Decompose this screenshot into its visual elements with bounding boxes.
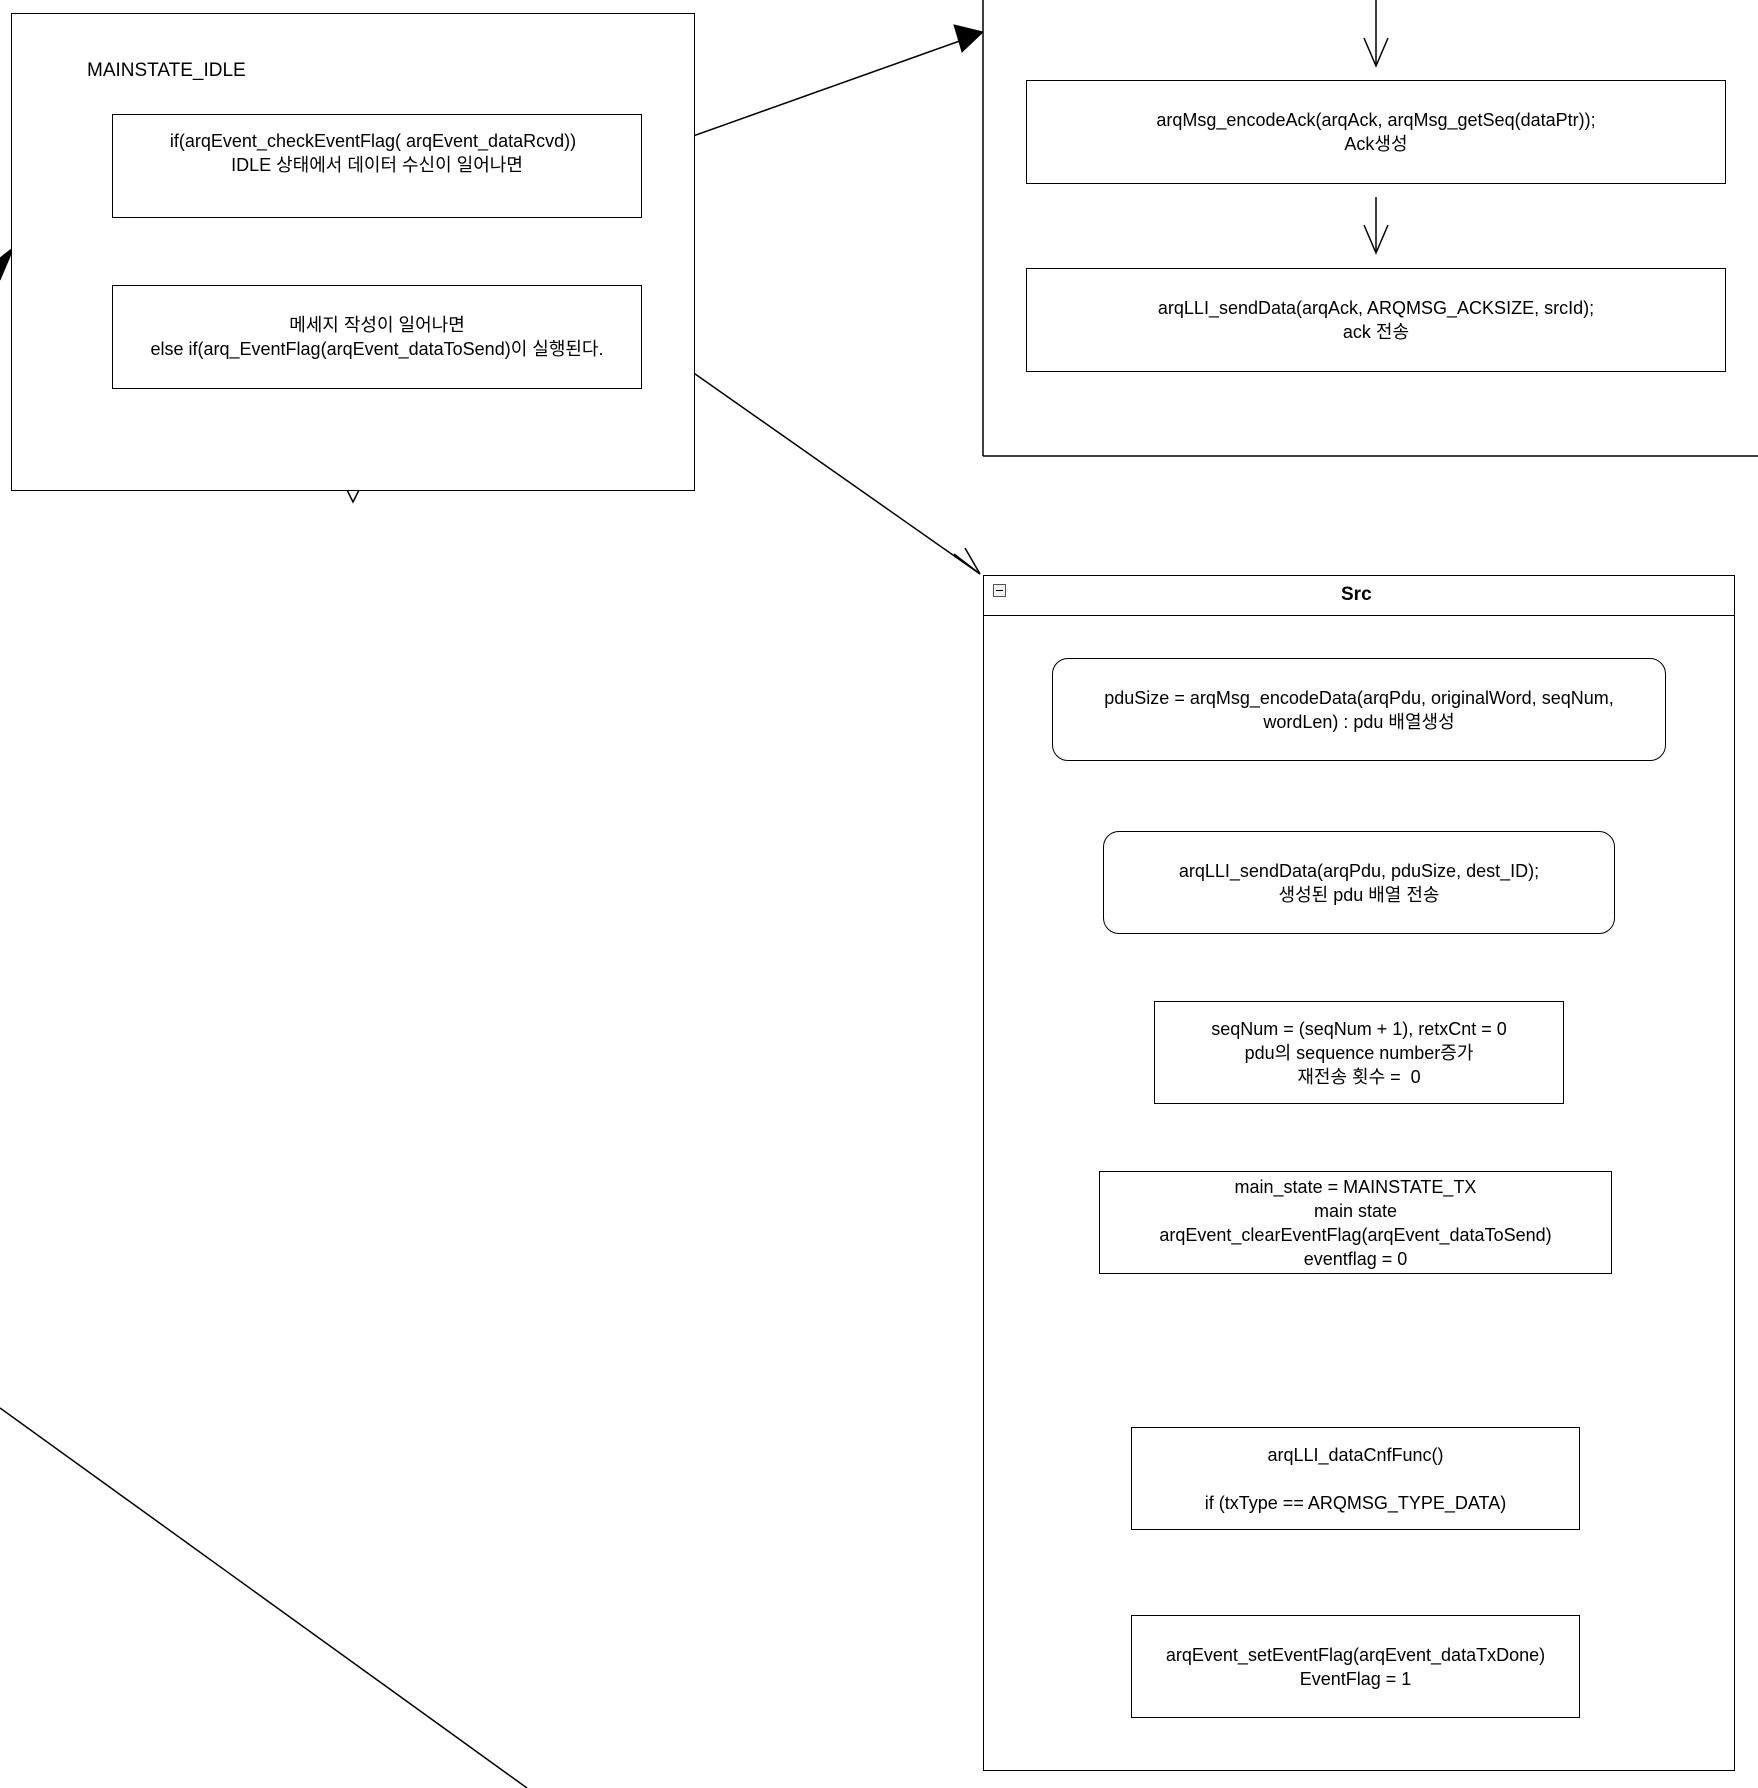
ack-node-encode-line1: arqMsg_encodeAck(arqAck, arqMsg_getSeq(d… xyxy=(1156,110,1596,130)
src-node-seqnum-line2: pdu의 sequence number증가 xyxy=(1244,1042,1474,1063)
ack-node-encode-line2: Ack생성 xyxy=(1344,134,1408,154)
idle-node-data-to-send-line2: else if(arq_EventFlag(arqEvent_dataToSen… xyxy=(150,339,604,359)
src-node-send-pdu-line1: arqLLI_sendData(arqPdu, pduSize, dest_ID… xyxy=(1178,860,1540,881)
src-node-send-pdu[interactable]: arqLLI_sendData(arqPdu, pduSize, dest_ID… xyxy=(1103,831,1615,934)
src-node-encode-data[interactable]: pduSize = arqMsg_encodeData(arqPdu, orig… xyxy=(1052,658,1666,761)
src-node-seqnum-line1: seqNum = (seqNum + 1), retxCnt = 0 xyxy=(1211,1018,1507,1039)
src-node-seqnum[interactable]: seqNum = (seqNum + 1), retxCnt = 0 pdu의 … xyxy=(1154,1001,1564,1104)
src-node-data-cnf-line1: arqLLI_dataCnfFunc() xyxy=(1267,1444,1444,1465)
src-node-encode-data-line2: wordLen) : pdu 배열생성 xyxy=(1263,711,1455,732)
idle-node-data-to-send-line1: 메세지 작성이 일어나면 xyxy=(289,315,465,335)
ack-node-encode[interactable]: arqMsg_encodeAck(arqAck, arqMsg_getSeq(d… xyxy=(1026,80,1726,184)
ack-node-send-line1: arqLLI_sendData(arqAck, ARQMSG_ACKSIZE, … xyxy=(1157,298,1595,318)
edge-idle-to-src xyxy=(640,335,981,575)
src-node-main-state-line4: eventflag = 0 xyxy=(1303,1248,1408,1269)
edge-idle-to-src-arrowhead xyxy=(953,547,981,575)
edge-ack-top-arrowhead xyxy=(1363,37,1389,68)
src-container-header xyxy=(983,575,1735,616)
ack-node-send[interactable]: arqLLI_sendData(arqAck, ARQMSG_ACKSIZE, … xyxy=(1026,268,1726,372)
src-node-data-cnf[interactable]: arqLLI_dataCnfFunc() if (txType == ARQMS… xyxy=(1131,1427,1580,1530)
edge-diagonal-bottom xyxy=(0,1407,528,1788)
edge-ack1-ack2-arrowhead xyxy=(1363,224,1389,255)
src-node-seqnum-line3: 재전송 횟수 = 0 xyxy=(1297,1066,1421,1087)
src-container-title: Src xyxy=(1341,584,1372,605)
src-node-send-pdu-line2: 생성된 pdu 배열 전송 xyxy=(1278,884,1440,905)
idle-node-data-to-send[interactable]: 메세지 작성이 일어나면 else if(arq_EventFlag(arqEv… xyxy=(112,285,642,389)
edge-left-partial-arrowhead xyxy=(0,246,15,281)
ack-node-send-line2: ack 전송 xyxy=(1342,322,1410,342)
src-node-main-state-line3: arqEvent_clearEventFlag(arqEvent_dataToS… xyxy=(1159,1224,1552,1245)
src-node-encode-data-line1: pduSize = arqMsg_encodeData(arqPdu, orig… xyxy=(1104,687,1614,708)
edge-idle-to-ack-arrowhead xyxy=(953,24,985,53)
idle-state-title: MAINSTATE_IDLE xyxy=(87,60,246,81)
idle-node-data-received-line2: IDLE 상태에서 데이터 수신이 일어나면 xyxy=(231,155,523,175)
src-node-main-state-line2: main state xyxy=(1313,1200,1398,1221)
src-node-set-event-flag-line2: EventFlag = 1 xyxy=(1299,1668,1412,1689)
idle-node-data-received[interactable]: if(arqEvent_checkEventFlag( arqEvent_dat… xyxy=(112,114,642,218)
src-node-set-event-flag[interactable]: arqEvent_setEventFlag(arqEvent_dataTxDon… xyxy=(1131,1615,1580,1718)
src-node-main-state-line1: main_state = MAINSTATE_TX xyxy=(1234,1176,1477,1197)
collapse-icon[interactable] xyxy=(993,584,1006,597)
idle-node-data-received-line1: if(arqEvent_checkEventFlag( arqEvent_dat… xyxy=(169,131,577,151)
src-node-main-state[interactable]: main_state = MAINSTATE_TX main state arq… xyxy=(1099,1171,1612,1274)
idle-state-container xyxy=(11,13,695,491)
src-node-set-event-flag-line1: arqEvent_setEventFlag(arqEvent_dataTxDon… xyxy=(1165,1644,1546,1665)
src-node-data-cnf-line3: if (txType == ARQMSG_TYPE_DATA) xyxy=(1204,1492,1507,1513)
